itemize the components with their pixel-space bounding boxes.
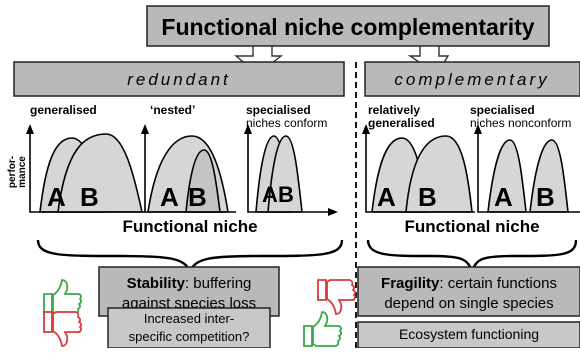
- x-axis-label-left: Functional niche: [122, 217, 257, 236]
- panel-label-relatively: relatively: [368, 103, 420, 117]
- panel-generalised: A B: [26, 124, 145, 213]
- panel-label-generalised-2: generalised: [368, 116, 435, 130]
- panel-label-nested: ‘nested’: [150, 103, 195, 117]
- species-a: A: [47, 182, 66, 212]
- thumb-up-icon: [303, 311, 342, 347]
- redundant-header: redundant: [127, 70, 231, 89]
- species-b: B: [278, 182, 294, 207]
- species-b: B: [80, 182, 99, 212]
- thumb-up-icon: [43, 279, 82, 315]
- ecosystem-line-1: Ecosystem functioning: [399, 326, 539, 342]
- species-b: B: [536, 182, 555, 212]
- panel-label-generalised: generalised: [30, 103, 97, 117]
- stability-rest: : buffering: [185, 275, 251, 292]
- competition-line-1: Increased inter-: [144, 311, 234, 326]
- y-axis-label-2: mance: [17, 156, 28, 188]
- complementary-header-box: [364, 61, 580, 97]
- stability-term: Stability: [127, 275, 186, 292]
- x-axis-label-right: Functional niche: [404, 217, 539, 236]
- fragility-box: [357, 266, 580, 317]
- fragility-term: Fragility: [381, 275, 440, 292]
- fragility-line-1: Fragility: certain functions: [381, 275, 557, 292]
- species-a: A: [160, 182, 179, 212]
- y-axis-label-1: perfor-: [7, 156, 18, 188]
- stability-line-1: Stability: buffering: [127, 275, 252, 292]
- species-a: A: [494, 182, 513, 212]
- fragility-line-2: depend on single species: [384, 295, 553, 312]
- ecosystem-box: [357, 321, 580, 349]
- competition-line-2: specific competition?: [129, 329, 250, 344]
- panel-nested: A B: [141, 124, 236, 213]
- species-a: A: [262, 182, 278, 207]
- title: Functional niche complementarity: [161, 14, 534, 40]
- species-b: B: [418, 182, 437, 212]
- panel-specialised-nonconform: A B: [474, 124, 580, 213]
- thumb-down-icon: [43, 311, 82, 347]
- panel-sub-niches-conform: niches conform: [246, 116, 327, 130]
- title-box: [146, 5, 550, 47]
- species-b: B: [188, 182, 207, 212]
- redundant-header-box: [13, 61, 345, 97]
- species-a: A: [377, 182, 396, 212]
- fragility-rest: : certain functions: [439, 275, 557, 292]
- panel-specialised-conform: A B: [244, 124, 338, 216]
- panel-relatively-generalised: A B: [362, 124, 475, 213]
- competition-box: [107, 307, 271, 349]
- thumb-down-icon: [317, 279, 356, 315]
- panel-label-specialised: specialised: [246, 103, 311, 117]
- complementary-header: complementary: [394, 70, 549, 89]
- panel-label-specialised-2: specialised: [470, 103, 535, 117]
- panel-sub-niches-nonconform: niches nonconform: [470, 116, 571, 130]
